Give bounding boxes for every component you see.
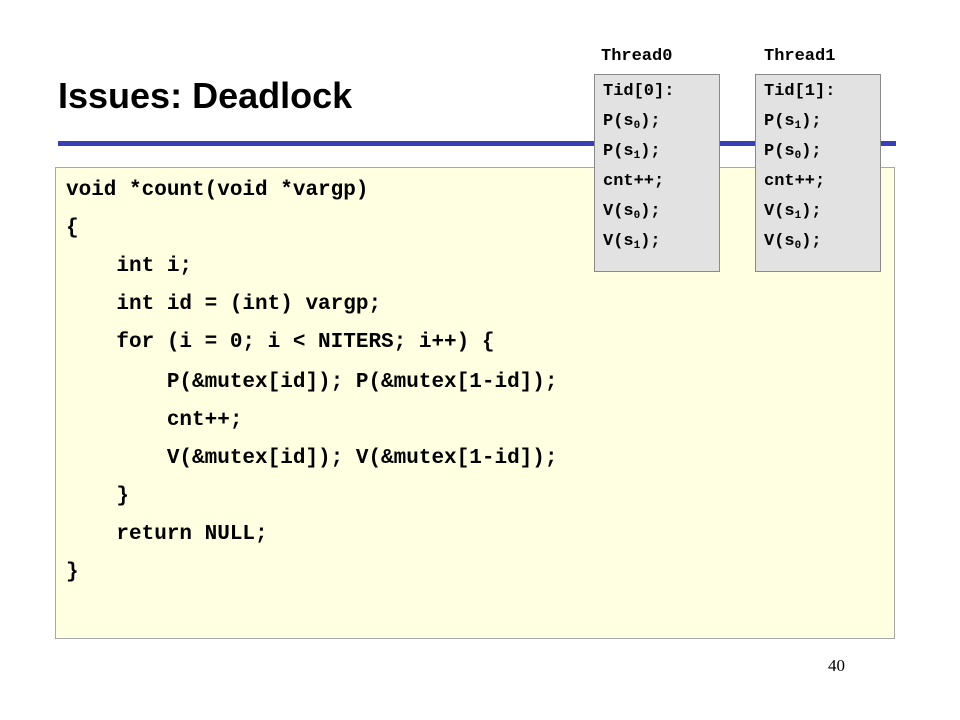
thread0-label: Thread0: [601, 47, 673, 66]
thread0-panel: Tid[0]: P(s0); P(s1); cnt++; V(s0); V(s1…: [594, 74, 720, 272]
code-line: return NULL;: [66, 523, 268, 546]
thread0-op: P(s1);: [603, 142, 661, 162]
thread1-header: Tid[1]:: [764, 82, 836, 101]
code-line: P(&mutex[id]); P(&mutex[1-id]);: [66, 371, 558, 394]
title-divider: [58, 141, 896, 146]
code-line: {: [66, 217, 79, 240]
code-line: V(&mutex[id]); V(&mutex[1-id]);: [66, 447, 558, 470]
code-line: cnt++;: [66, 409, 243, 432]
code-line: int i;: [66, 255, 193, 278]
thread1-panel: Tid[1]: P(s1); P(s0); cnt++; V(s1); V(s0…: [755, 74, 881, 272]
thread0-header: Tid[0]:: [603, 82, 675, 101]
thread1-op: P(s0);: [764, 142, 822, 162]
thread0-op: V(s1);: [603, 232, 661, 252]
code-line: for (i = 0; i < NITERS; i++) {: [66, 331, 495, 354]
thread1-op: P(s1);: [764, 112, 822, 132]
thread1-op: V(s0);: [764, 232, 822, 252]
code-line: }: [66, 485, 130, 508]
code-line: int id = (int) vargp;: [66, 293, 382, 316]
code-line: void *count(void *vargp): [66, 179, 369, 202]
thread0-op: P(s0);: [603, 112, 661, 132]
thread0-op: cnt++;: [603, 172, 665, 191]
code-line: }: [66, 561, 79, 584]
slide-title: Issues: Deadlock: [58, 75, 353, 116]
thread1-label: Thread1: [764, 47, 836, 66]
page-number: 40: [828, 656, 845, 675]
thread0-op: V(s0);: [603, 202, 661, 222]
thread1-op: V(s1);: [764, 202, 822, 222]
thread1-op: cnt++;: [764, 172, 826, 191]
